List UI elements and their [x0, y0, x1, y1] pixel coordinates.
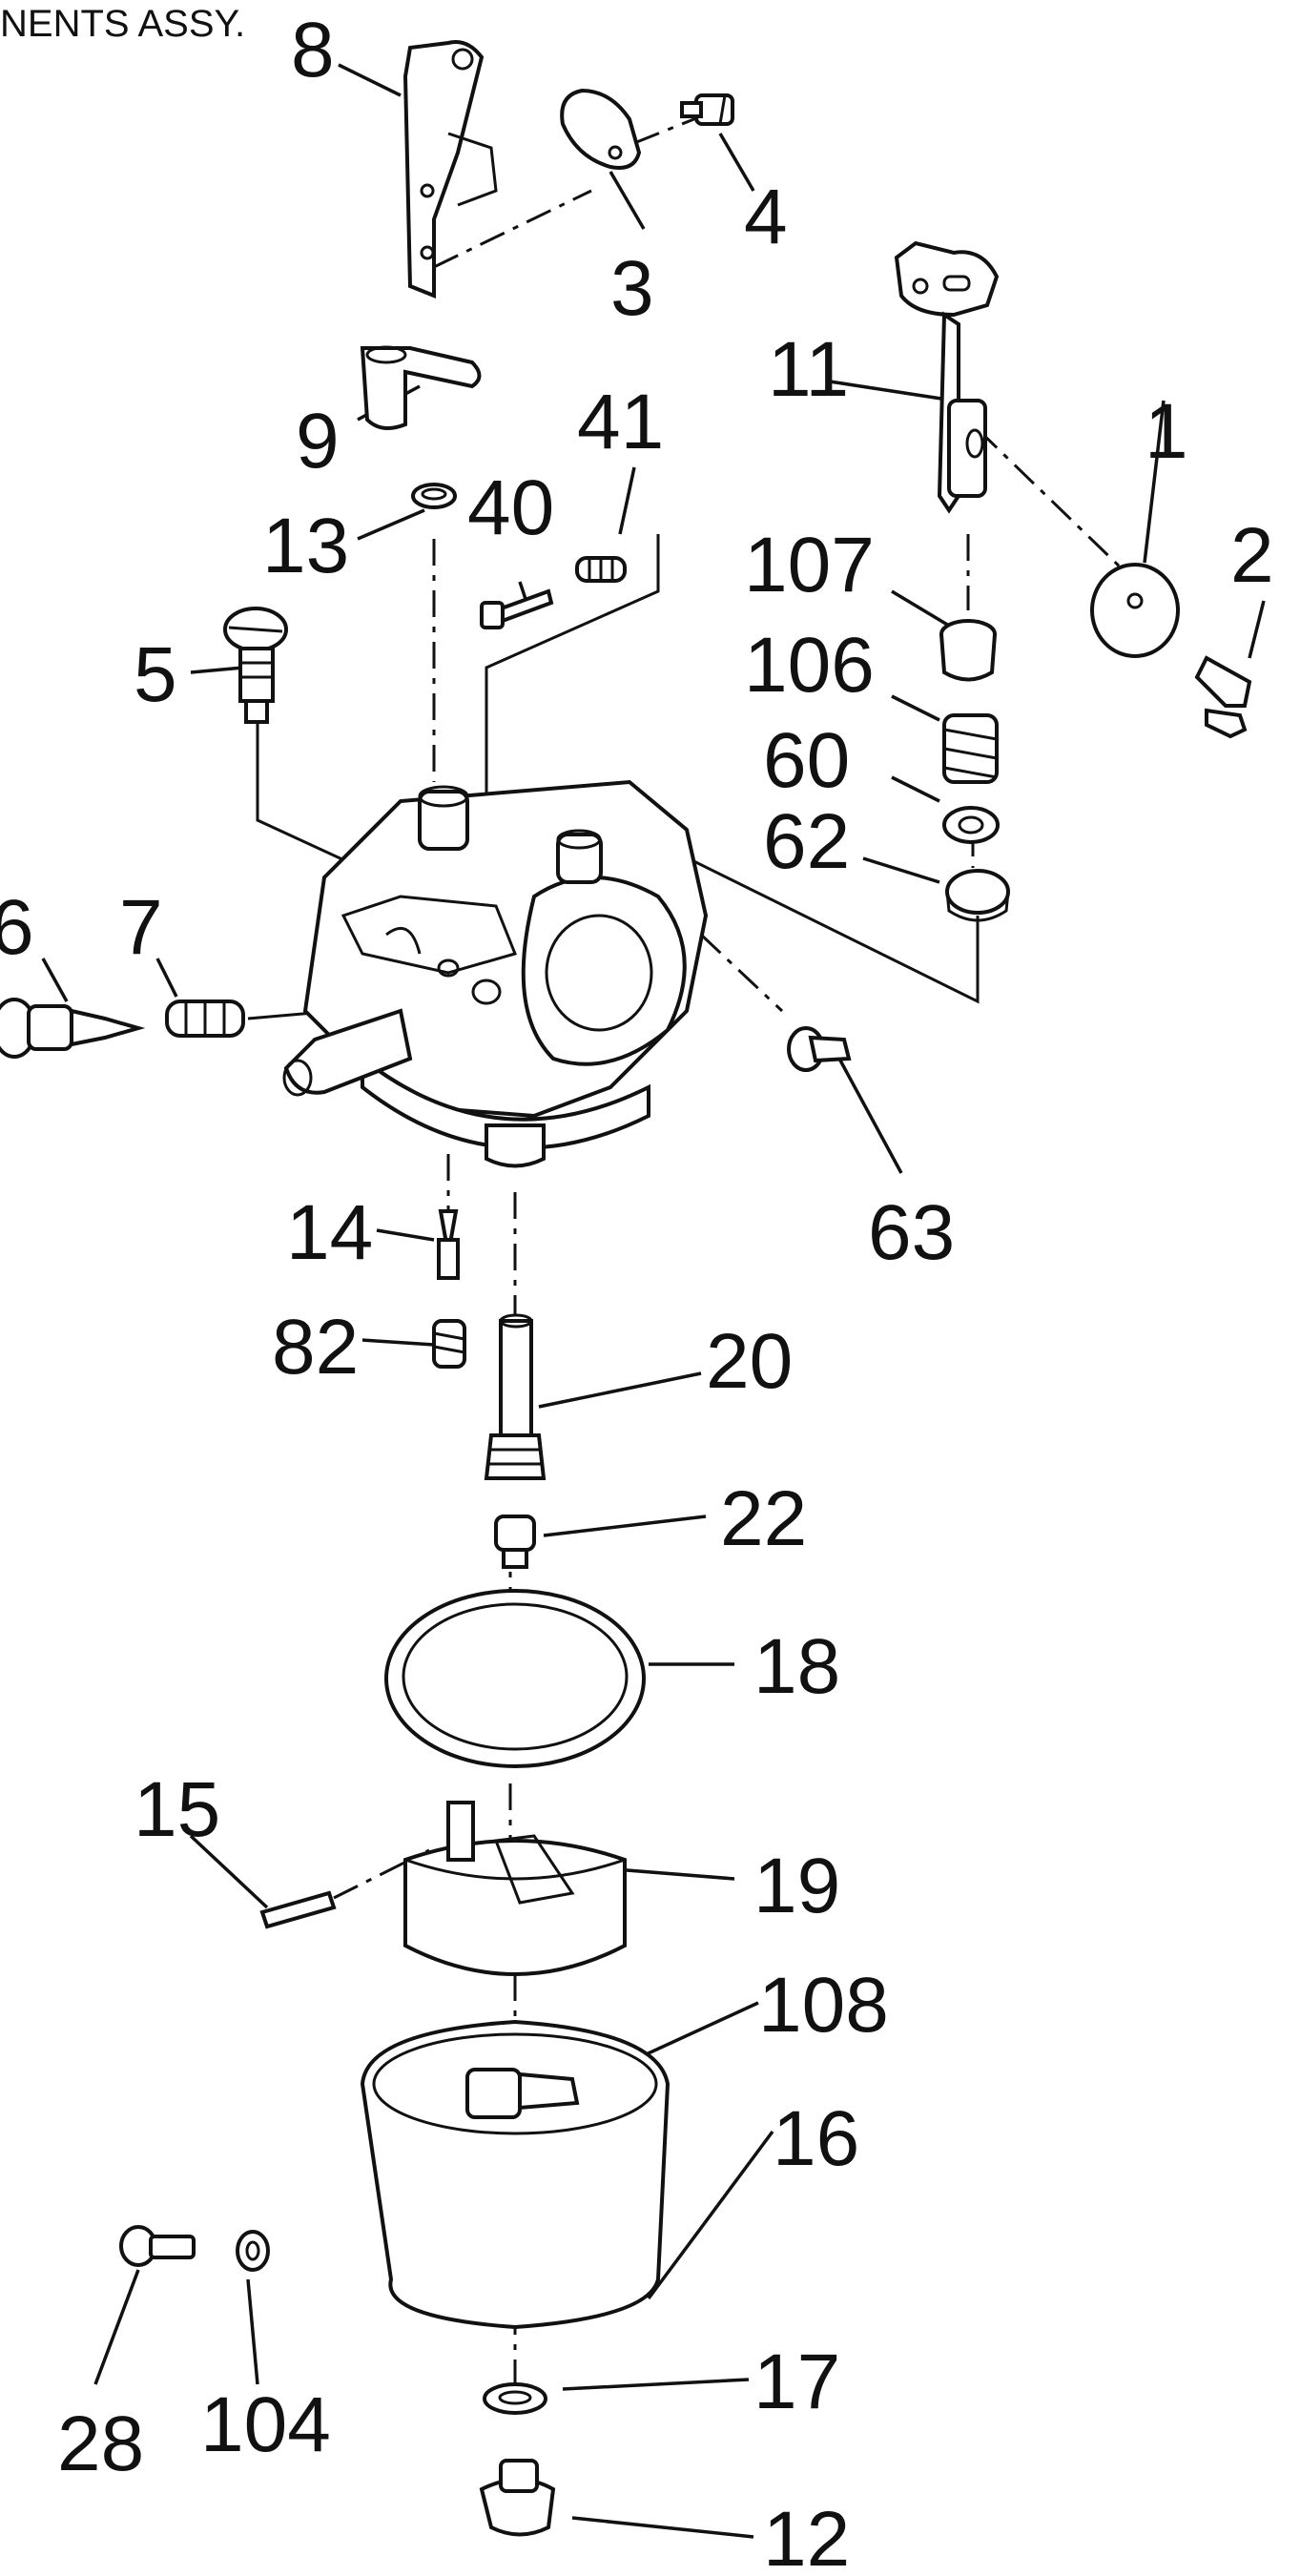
part-5-screw: [223, 607, 288, 724]
part-104-washer: [236, 2230, 270, 2272]
leader-lines: [41, 63, 1266, 2539]
callout-19: 19: [753, 1843, 840, 1929]
callout-60: 60: [763, 717, 850, 804]
callout-labels: 8 3 4 9 41 11 1 13 40 107 2 5 106 60 62 …: [0, 7, 1274, 2576]
assembly-lines: [247, 113, 1127, 2384]
part-108-valve: [465, 2068, 580, 2119]
callout-8: 8: [291, 7, 335, 93]
callout-12: 12: [763, 2496, 850, 2576]
part-28-screw: [119, 2225, 196, 2267]
callout-1: 1: [1145, 388, 1188, 475]
part-16-float-bowl: [360, 2019, 671, 2330]
callout-22: 22: [720, 1475, 807, 1562]
part-60-washer: [942, 806, 1000, 844]
part-3-choke-plate: [560, 88, 642, 170]
part-40-screw: [480, 588, 554, 629]
part-15-pin: [259, 1890, 337, 1929]
callout-4: 4: [744, 174, 788, 260]
part-4-screw: [680, 93, 734, 126]
part-carburetor-body: [282, 779, 709, 1168]
callout-20: 20: [706, 1318, 793, 1405]
callout-28: 28: [57, 2401, 144, 2487]
callout-107: 107: [744, 522, 875, 608]
part-8-choke-lever: [402, 40, 498, 299]
callout-2: 2: [1230, 512, 1274, 599]
callout-15: 15: [134, 1766, 220, 1853]
callout-14: 14: [286, 1189, 373, 1276]
part-82-spring: [432, 1319, 466, 1369]
callout-7: 7: [119, 884, 163, 971]
callout-11: 11: [768, 326, 849, 413]
callout-82: 82: [272, 1304, 359, 1391]
part-20-main-nozzle: [484, 1313, 547, 1480]
part-41-spring: [575, 556, 627, 583]
callout-18: 18: [753, 1623, 840, 1710]
callout-16: 16: [773, 2095, 859, 2182]
callout-40: 40: [467, 464, 554, 551]
callout-104: 104: [200, 2381, 331, 2468]
part-2-screw: [1194, 655, 1252, 739]
part-17-washer: [483, 2382, 547, 2415]
part-1-throttle-plate: [1090, 563, 1180, 658]
header-title-fragment: NENTS ASSY.: [0, 3, 245, 45]
callout-41: 41: [577, 379, 664, 465]
part-19-float: [403, 1801, 627, 1976]
part-63-screw: [787, 1026, 852, 1072]
part-6-idle-screw: [0, 998, 146, 1059]
part-7-spring: [165, 999, 245, 1038]
part-12-drain-bolt: [479, 2459, 556, 2537]
part-62-seal: [945, 869, 1010, 922]
callout-108: 108: [758, 1962, 889, 2049]
callout-6: 6: [0, 884, 34, 971]
callout-3: 3: [610, 245, 654, 332]
part-18-gasket: [384, 1589, 646, 1768]
callout-9: 9: [296, 398, 340, 484]
callout-106: 106: [744, 622, 875, 709]
part-13-washer: [411, 483, 457, 509]
part-9-cap: [360, 345, 482, 430]
callout-17: 17: [753, 2339, 840, 2425]
callout-62: 62: [763, 798, 850, 885]
part-14-needle: [437, 1209, 460, 1280]
callout-5: 5: [134, 631, 177, 718]
part-22-jet: [494, 1515, 536, 1569]
part-107-seal: [939, 619, 997, 682]
part-106-spring: [942, 713, 999, 784]
part-11-throttle-shaft: [894, 240, 1000, 514]
callout-13: 13: [262, 503, 349, 589]
callout-63: 63: [868, 1189, 955, 1276]
